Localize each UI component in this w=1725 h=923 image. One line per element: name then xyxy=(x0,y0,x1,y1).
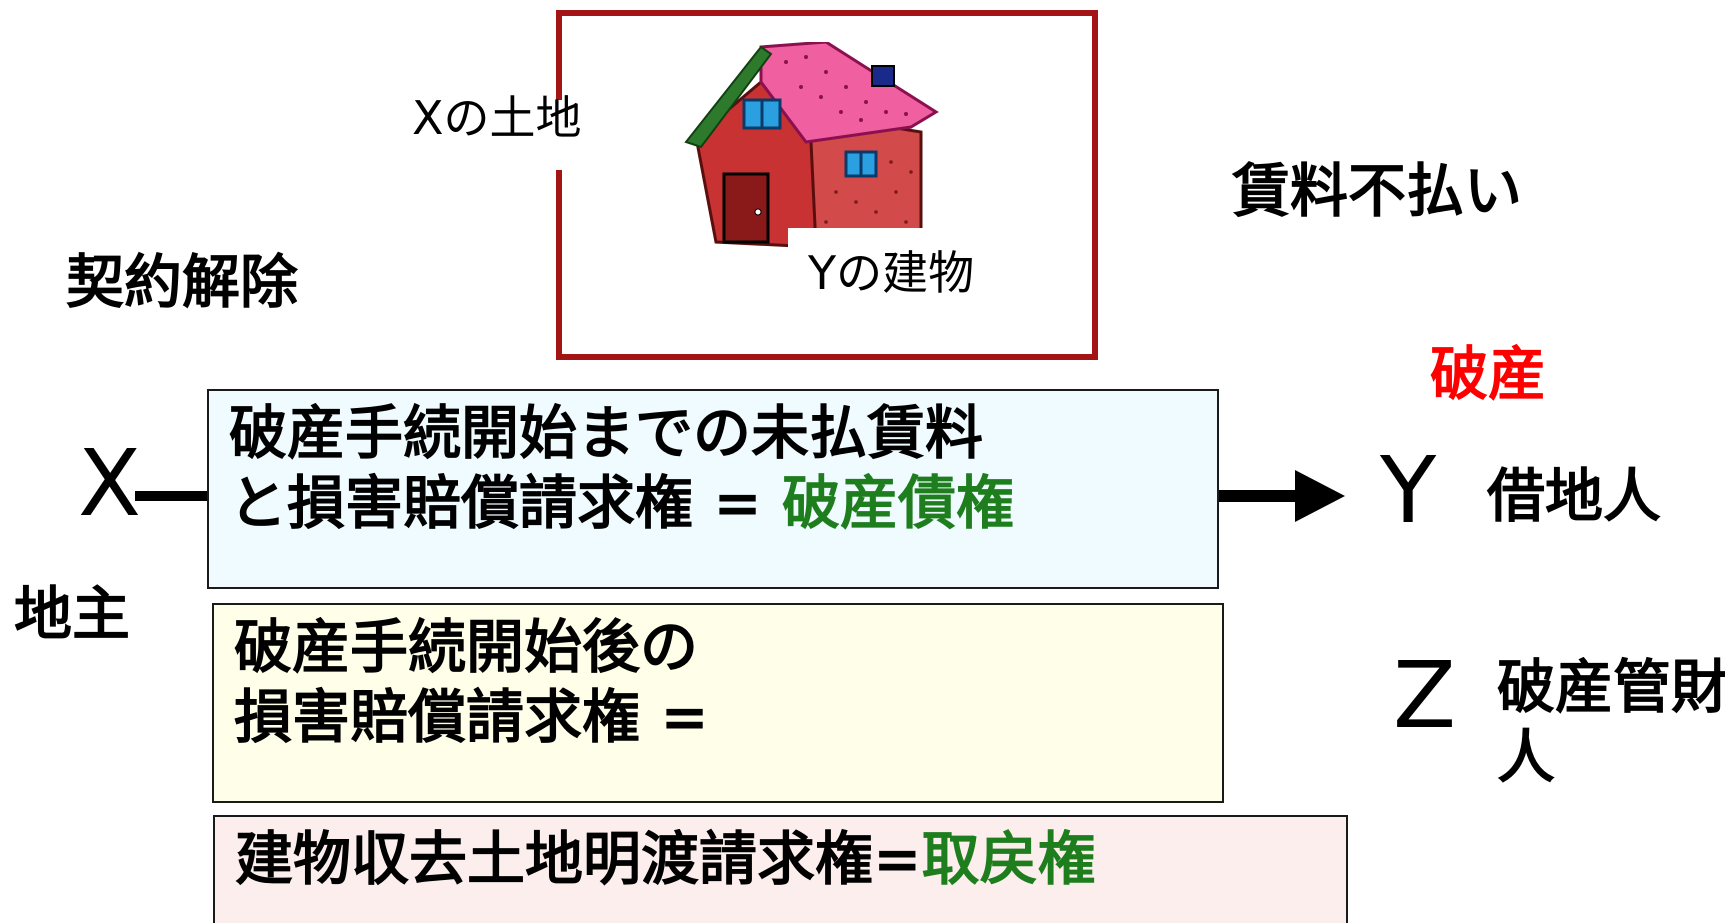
landowner-label: 地主 xyxy=(14,580,131,648)
bankruptcy-claim-box: 破産手続開始までの未払賃料 と損害賠償請求権 = 破産債権 xyxy=(207,389,1219,589)
box2-line1: 破産手続開始後の xyxy=(234,613,699,681)
party-z-letter: Z xyxy=(1393,642,1457,749)
land-frame-gap xyxy=(550,100,568,170)
unpaid-rent-label: 賃料不払い xyxy=(1232,157,1523,225)
lessee-label: 借地人 xyxy=(1487,462,1662,530)
bankruptcy-claim-term: 破産債権 xyxy=(781,468,1014,537)
building-label: Yの建物 xyxy=(808,246,975,300)
box1-line2-prefix: と損害賠償請求権 = xyxy=(229,468,782,537)
building-label-cutout xyxy=(788,228,996,306)
party-y-letter: Y xyxy=(1380,437,1437,544)
party-x-letter: X xyxy=(78,430,142,537)
post-commencement-claim-box: 破産手続開始後の 損害賠償請求権 = xyxy=(212,603,1224,803)
removal-claim-box: 建物収去土地明渡請求権=取戻権 xyxy=(213,815,1348,923)
land-frame xyxy=(556,10,1098,360)
box2-line2: 損害賠償請求権 = xyxy=(234,682,709,751)
box1-line2: と損害賠償請求権 = 破産債権 xyxy=(229,469,1197,539)
land-label: Xの土地 xyxy=(412,91,582,145)
box1-line1: 破産手続開始までの未払賃料 xyxy=(229,399,984,467)
contract-cancel-label: 契約解除 xyxy=(66,248,299,316)
reclamation-right-term: 取戻権 xyxy=(921,825,1096,893)
trustee-label: 破産管財人 xyxy=(1497,653,1725,791)
bankruptcy-label: 破産 xyxy=(1430,340,1547,408)
box3-prefix: 建物収去土地明渡請求権= xyxy=(235,825,922,893)
